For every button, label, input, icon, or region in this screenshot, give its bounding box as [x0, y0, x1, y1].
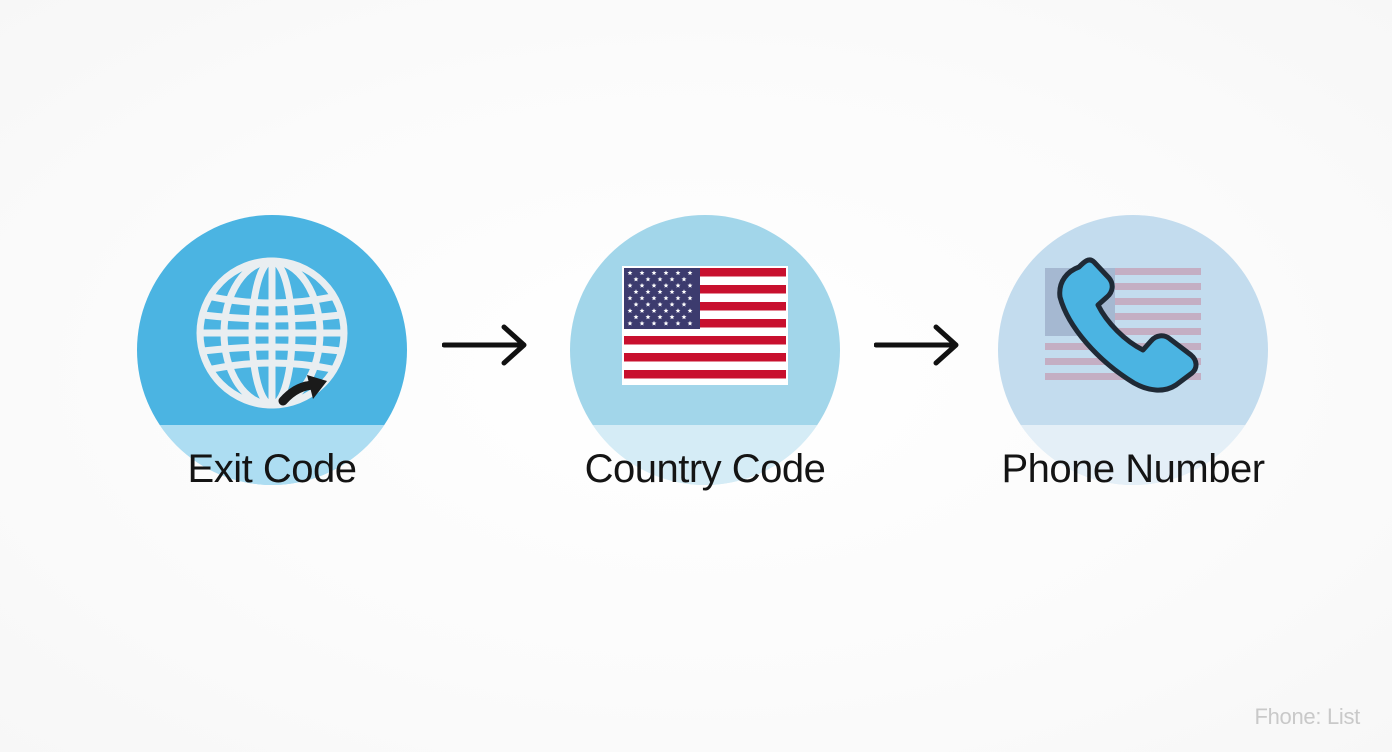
step-country-code: Country Code: [570, 215, 840, 491]
flag-star: [669, 301, 675, 307]
flag-star: [657, 289, 663, 294]
flag-star: [651, 283, 657, 288]
phone-icon: [1045, 257, 1201, 393]
globe-icon: [196, 257, 348, 409]
circle-fade: [998, 425, 1268, 485]
flag-star: [639, 320, 645, 326]
flag-star: [639, 295, 645, 301]
flag-star: [663, 270, 669, 276]
flag-star: [639, 283, 645, 288]
flag-star: [681, 314, 687, 320]
flag-star: [633, 314, 639, 320]
flag-star: [627, 283, 633, 288]
flag-star: [663, 283, 669, 288]
flag-star: [687, 308, 693, 313]
arrow-right-icon: [874, 324, 959, 366]
flag-star: [681, 276, 687, 282]
flag-star: [645, 289, 651, 294]
step-circle: [570, 215, 840, 485]
step-label: Phone Number: [1001, 447, 1265, 491]
flag-star: [633, 276, 639, 282]
watermark: Fhone: List: [1254, 704, 1360, 729]
flag-star: [675, 320, 681, 326]
flag-star: [681, 289, 687, 294]
flag-star: [669, 314, 675, 320]
flag-star: [663, 320, 669, 326]
flag-star: [633, 301, 639, 307]
flag-star: [627, 270, 633, 276]
flag-star: [645, 276, 651, 282]
flag-star: [681, 301, 687, 307]
flag-star: [639, 308, 645, 313]
step-label: Exit Code: [187, 447, 357, 491]
flag-star: [627, 295, 633, 301]
flag-star: [651, 295, 657, 301]
flag-star: [663, 295, 669, 301]
step-phone-number: Phone Number: [998, 215, 1268, 491]
flag-star: [657, 301, 663, 307]
flag-star: [651, 308, 657, 313]
flag-star: [639, 270, 645, 276]
flag-star: [657, 314, 663, 320]
flag-star: [687, 270, 693, 276]
flag-star: [687, 283, 693, 288]
flag-star: [633, 289, 639, 294]
flag-star: [675, 308, 681, 313]
flag-star: [675, 270, 681, 276]
step-exit-code: Exit Code: [137, 215, 407, 491]
flag-star: [651, 320, 657, 326]
flag-star: [687, 295, 693, 301]
flag-star: [651, 270, 657, 276]
circle-fade: [137, 425, 407, 485]
flag-star: [675, 283, 681, 288]
flag-star: [657, 276, 663, 282]
flag-star: [675, 295, 681, 301]
step-circle: [998, 215, 1268, 485]
flag-star: [645, 314, 651, 320]
arrow-right-icon: [442, 324, 527, 366]
us-flag-icon: [622, 266, 788, 385]
flag-star: [627, 320, 633, 326]
circle-fade: [570, 425, 840, 485]
flag-star: [627, 308, 633, 313]
step-circle: [137, 215, 407, 485]
flag-star: [687, 320, 693, 326]
step-label: Country Code: [584, 447, 826, 491]
flag-star: [669, 276, 675, 282]
flag-star: [645, 301, 651, 307]
flag-star: [669, 289, 675, 294]
exit-arrow-icon: [278, 375, 327, 406]
flag-star: [663, 308, 669, 313]
